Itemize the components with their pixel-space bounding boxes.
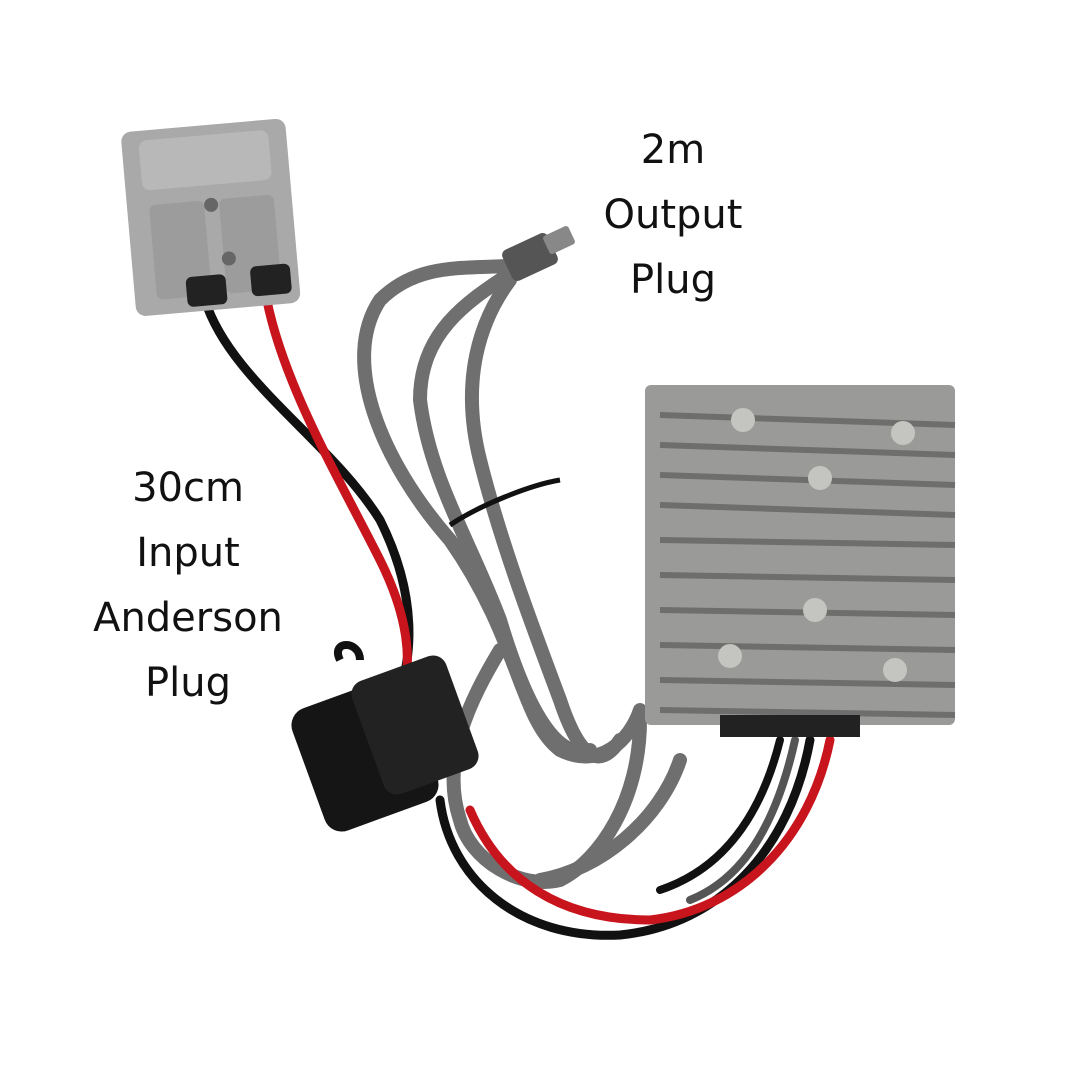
output-cable	[357, 258, 687, 889]
output-label-line: Plug	[630, 257, 716, 303]
input-label-line: Anderson	[93, 595, 283, 641]
anderson-connector	[121, 118, 301, 316]
inline-fuse-holder	[291, 641, 479, 832]
dc-output-plug	[502, 226, 575, 281]
input-label-line: Input	[136, 530, 240, 576]
output-plug-label: 2m Output Plug	[573, 118, 773, 313]
input-label-line: Plug	[145, 660, 231, 706]
input-wires	[200, 285, 835, 940]
input-label-line: 30cm	[132, 465, 244, 511]
output-label-line: Output	[603, 192, 743, 238]
dc-dc-converter-heatsink	[645, 385, 956, 737]
output-label-line: 2m	[640, 127, 706, 173]
cable-tie	[448, 477, 561, 528]
input-plug-label: 30cm Input Anderson Plug	[68, 456, 308, 716]
